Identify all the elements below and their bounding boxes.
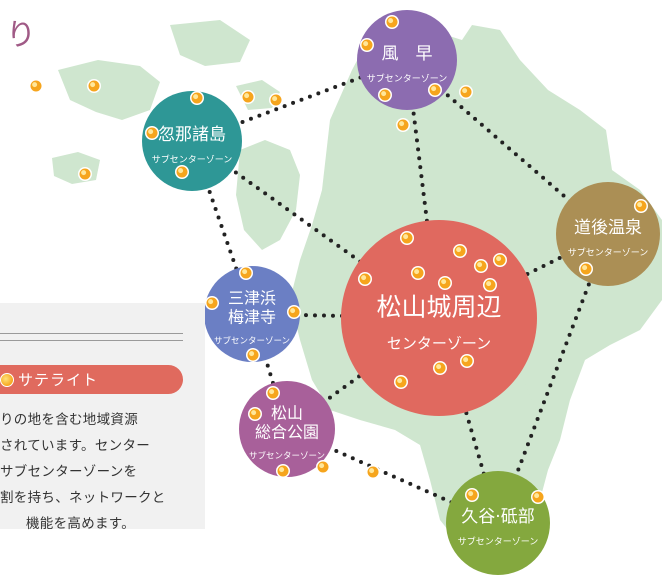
zone-circle [341,220,537,416]
location-dot-icon [287,305,301,319]
location-dot-icon [276,464,290,478]
location-dot-icon [269,93,283,107]
nodes-layer: 風 早サブセンターゾーン忽那諸島サブセンターゾーン道後温泉サブセンターゾーン三津… [142,10,660,575]
location-dot-icon [366,465,380,479]
location-dot-icon [378,88,392,102]
location-dot-icon [248,407,262,421]
zone-name: 三津浜 [228,289,276,308]
zone-name: 風 早 [382,44,433,64]
land-island-3 [170,20,250,66]
panel-text-line: りの地を含む地域資源 [0,412,138,428]
zone-type-label: サブセンターゾーン [249,450,325,461]
zone-type-label: センターゾーン [387,335,491,353]
satellite-tag: サテライト [0,365,183,394]
location-dot-icon [428,83,442,97]
location-dot-icon [145,126,159,140]
satellite-dot-icon [0,373,14,387]
location-dot-icon [239,266,253,280]
zone-type-label: サブセンターゾーン [214,335,290,346]
land-island-2 [52,152,100,184]
location-dot-icon [87,79,101,93]
zone-type-label: サブセンターゾーン [568,246,649,258]
location-dot-icon [453,244,467,258]
zone-type-label: サブセンターゾーン [152,153,233,165]
location-dot-icon [78,167,92,181]
location-dot-icon [394,375,408,389]
zone-name: 道後温泉 [574,218,642,238]
location-dot-icon [241,90,255,104]
location-dot-icon [634,199,648,213]
location-dot-icon [29,79,43,93]
zone-circle [239,381,335,477]
network-link [496,232,610,525]
location-dot-icon [396,118,410,132]
location-dot-icon [205,296,219,310]
location-dot-icon [358,272,372,286]
panel-text-line: 割を持ち、ネットワークと [0,490,166,506]
zone-name: 忽那諸島 [158,125,226,145]
zone-name: 総合公園 [255,422,319,441]
zone-circle [556,182,660,286]
satellite-tag-label: サテライト [18,371,99,389]
zone-name: 松山 [271,404,303,423]
location-dot-icon [190,91,204,105]
location-dot-icon [433,361,447,375]
divider-line-top [0,333,183,334]
panel-text-line: 機能を高めます。 [26,516,136,532]
location-dot-icon [459,85,473,99]
heading-fragment: り [6,18,36,53]
location-dot-icon [438,276,452,290]
zone-circle [142,91,242,191]
zone-type-label: サブセンターゾーン [367,72,448,84]
zone-name: 久谷·砥部 [461,507,534,527]
location-dot-icon [385,15,399,29]
zone-type-label: サブセンターゾーン [458,535,539,547]
land-headland [236,140,300,250]
zone-name: 松山城周辺 [376,292,501,321]
zone-circle [204,266,300,362]
divider-line-bottom [0,340,183,341]
land-island-1 [58,60,160,120]
panel-text-line: されています。センター [0,438,151,454]
location-dot-icon [316,460,330,474]
panel-text-line: サブセンターゾーンを [0,464,138,480]
location-dot-icon [246,348,260,362]
location-dot-icon [360,38,374,52]
location-dot-icon [175,165,189,179]
location-dot-icon [400,231,414,245]
location-dot-icon [474,259,488,273]
location-dot-icon [483,278,497,292]
zone-name: 梅津寺 [228,307,276,326]
location-dot-icon [493,253,507,267]
location-dot-icon [266,386,280,400]
location-dot-icon [531,490,545,504]
location-dot-icon [579,262,593,276]
location-dot-icon [465,488,479,502]
location-dot-icon [411,266,425,280]
location-dot-icon [460,354,474,368]
network-link [285,427,500,525]
